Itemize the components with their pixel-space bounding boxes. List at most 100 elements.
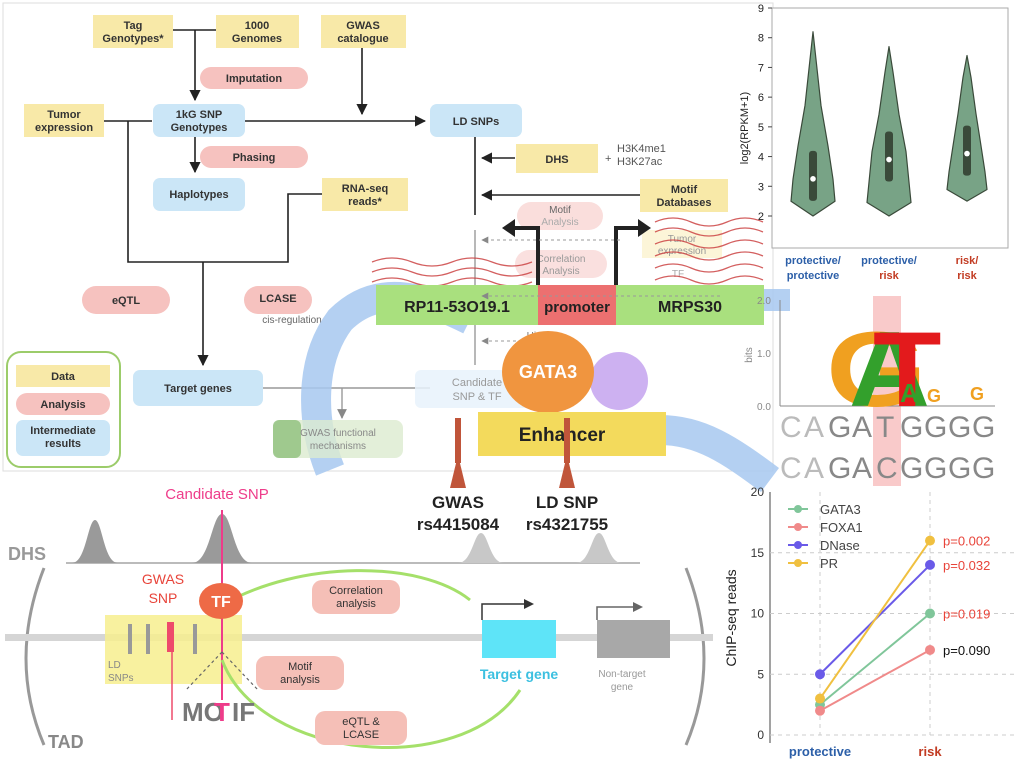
node-motif-db — [640, 179, 728, 212]
violin-ytick-label: 7 — [758, 62, 764, 74]
line-point — [925, 608, 935, 619]
violin-iqr-box — [809, 150, 817, 201]
loop-correlation — [221, 569, 471, 607]
legend-data-swatch — [16, 365, 110, 387]
seq-alt-base: G — [828, 452, 851, 485]
logo-ytick-2: 2.0 — [757, 296, 771, 307]
node-lcase — [244, 286, 312, 314]
chromosome-line — [5, 634, 713, 641]
node-correlation-l2: Analysis — [542, 266, 579, 277]
violin-median-dot — [964, 150, 970, 157]
seq-ref-base: G — [828, 411, 851, 444]
node-tumor-expression — [24, 104, 104, 137]
target-gene-label: Target gene — [480, 666, 559, 682]
schematic-panel: Candidate SNP DHS TAD LD SNPs GWAS SNP T… — [5, 486, 713, 752]
seq-alt-base: G — [948, 452, 971, 485]
legend-dot — [794, 559, 802, 567]
candidate-snp-label: Candidate SNP — [165, 486, 268, 503]
target-tss-arrow — [481, 603, 526, 620]
nontarget-tss-arrow-head — [633, 602, 643, 612]
promoter-box — [538, 285, 616, 325]
node-haplotypes-label: Haplotypes — [169, 189, 228, 201]
tf-label: TF — [211, 594, 231, 611]
transcript-waves-right — [654, 217, 764, 285]
tss-arrow-right — [614, 226, 642, 285]
legend-dot — [794, 541, 802, 549]
node-candidate-snp-l2: SNP & TF — [452, 391, 501, 403]
node-motif-db-l2: Databases — [656, 197, 711, 209]
node-haplotypes — [153, 178, 245, 211]
enhancer-box — [478, 412, 666, 456]
legend-label: DNase — [820, 538, 860, 553]
target-tss-arrow-head — [524, 599, 534, 609]
box-correlation-l1: Correlation — [329, 585, 383, 597]
gwas-snp-pointer — [450, 455, 466, 488]
line-series-path — [819, 649, 931, 712]
node-correlation-l1: Correlation — [537, 254, 586, 265]
nontarget-tss-arrow — [596, 606, 635, 620]
gwas-snp-label-2: SNP — [149, 590, 178, 606]
gwas-rsid: rs4415084 — [417, 515, 500, 534]
seq-alt-base: A — [852, 452, 872, 485]
gwas-snp-label-1: GWAS — [142, 571, 184, 587]
ld-snps-l1: LD — [108, 660, 121, 671]
seq-alt-base: A — [804, 452, 824, 485]
node-phasing-label: Phasing — [233, 152, 276, 164]
box-correlation — [312, 580, 400, 614]
node-dhs-label: DHS — [545, 154, 568, 166]
violin-ytick-label: 3 — [758, 181, 764, 193]
gwas-snp-bar — [167, 622, 174, 652]
violin-shapes — [790, 31, 988, 217]
logo-letter-t: T — [873, 311, 941, 430]
violin-median-dot — [886, 156, 892, 163]
logo-ytick-1: 1.0 — [757, 349, 771, 360]
logo-letter-g: G — [826, 310, 927, 429]
legend-label: FOXA1 — [820, 520, 863, 535]
dna-loop-right — [659, 415, 779, 493]
legend-results-swatch — [16, 420, 110, 456]
seq-alt-base: C — [876, 452, 898, 485]
node-candidate-snp-l1: Candidate — [452, 377, 502, 389]
legend-label: PR — [820, 556, 838, 571]
gene-rp11-label: RP11-53O19.1 — [404, 299, 510, 316]
mark-h3k4me1: H3K4me1 — [617, 143, 666, 155]
line-series-path — [819, 612, 931, 706]
box-motif-analysis-l1: Motif — [288, 661, 313, 673]
ld-snp-bars — [128, 624, 197, 654]
line-point — [925, 559, 935, 570]
tad-bracket-right — [684, 567, 706, 746]
seq-ref-base: G — [900, 411, 923, 444]
node-motif-analysis-l1: Motif — [549, 205, 571, 216]
snp-highlight — [873, 296, 901, 486]
legend-results-l1: Intermediate — [30, 425, 95, 437]
line-pvalue-label: p=0.019 — [943, 607, 990, 622]
line-pvalue-label: p=0.002 — [943, 534, 990, 549]
gwas-label: GWAS — [432, 493, 484, 512]
line-point — [925, 535, 935, 546]
seq-ref-base: A — [804, 411, 824, 444]
seq-alt-base: G — [900, 452, 923, 485]
line-ytick-label: 20 — [751, 485, 765, 499]
legend-dot — [794, 505, 802, 513]
box-eqtl-l1: eQTL & — [342, 716, 380, 728]
violin-xlabels: protective/protectiveprotective/riskrisk… — [785, 255, 978, 282]
node-gwas-catalogue — [321, 15, 406, 48]
violin-xlabel-top: risk/ — [956, 255, 979, 267]
legend-label: GATA3 — [820, 502, 861, 517]
tss-arrow-left — [510, 226, 540, 285]
ld-snp-marker — [564, 418, 570, 463]
motif-label-mo: MO — [182, 697, 224, 727]
nontarget-l1: Non-target — [598, 669, 645, 680]
box-correlation-l2: analysis — [336, 598, 376, 610]
legend-analysis-swatch — [16, 393, 110, 415]
nontarget-l2: gene — [611, 682, 634, 693]
node-gwas-fm-l1: GWAS functional — [300, 428, 376, 439]
node-imputation-label: Imputation — [226, 73, 282, 85]
